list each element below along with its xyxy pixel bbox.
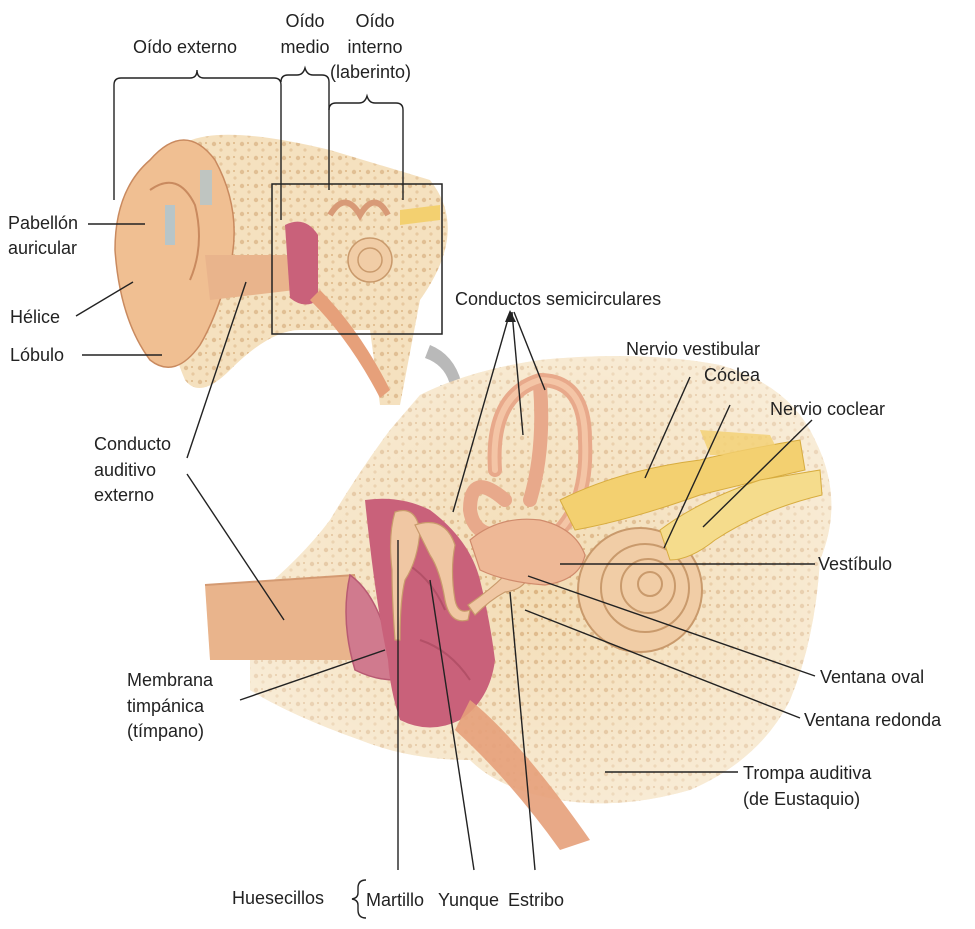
label-ventana-redonda: Ventana redonda xyxy=(804,709,941,731)
label-membrana-1: Membrana xyxy=(127,669,213,691)
label-martillo: Martillo xyxy=(366,889,424,911)
small-cochlea xyxy=(348,238,392,282)
label-oido-interno-2: interno xyxy=(340,36,410,58)
label-membrana-3: (tímpano) xyxy=(127,720,204,742)
label-ventana-oval: Ventana oval xyxy=(820,666,924,688)
label-oido-externo: Oído externo xyxy=(133,36,237,58)
label-pabellon-1: Pabellón xyxy=(8,212,78,234)
label-yunque: Yunque xyxy=(438,889,499,911)
small-middle-ear xyxy=(285,222,318,305)
label-nervio-coclear: Nervio coclear xyxy=(770,398,885,420)
label-oido-medio-1: Oído xyxy=(276,10,334,32)
label-lobulo: Lóbulo xyxy=(10,344,64,366)
label-helice: Hélice xyxy=(10,306,60,328)
detail-ear xyxy=(205,356,831,850)
label-conducto-1: Conducto xyxy=(94,433,171,455)
ear-canal xyxy=(205,575,364,660)
label-coclea: Cóclea xyxy=(704,364,760,386)
label-oido-medio-2: medio xyxy=(276,36,334,58)
label-trompa-2: (de Eustaquio) xyxy=(743,788,860,810)
label-nervio-vestibular: Nervio vestibular xyxy=(626,338,760,360)
label-oido-interno-1: Oído xyxy=(340,10,410,32)
label-huesecillos: Huesecillos xyxy=(232,887,324,909)
label-conducto-3: externo xyxy=(94,484,154,506)
label-membrana-2: timpánica xyxy=(127,695,204,717)
label-conductos-semicirculares: Conductos semicirculares xyxy=(455,288,661,310)
label-oido-interno-3: (laberinto) xyxy=(330,61,411,83)
label-vestibulo: Vestíbulo xyxy=(818,553,892,575)
label-trompa-1: Trompa auditiva xyxy=(743,762,871,784)
label-pabellon-2: auricular xyxy=(8,237,77,259)
label-conducto-2: auditivo xyxy=(94,459,156,481)
label-estribo: Estribo xyxy=(508,889,564,911)
brace-huesecillos xyxy=(352,880,366,918)
